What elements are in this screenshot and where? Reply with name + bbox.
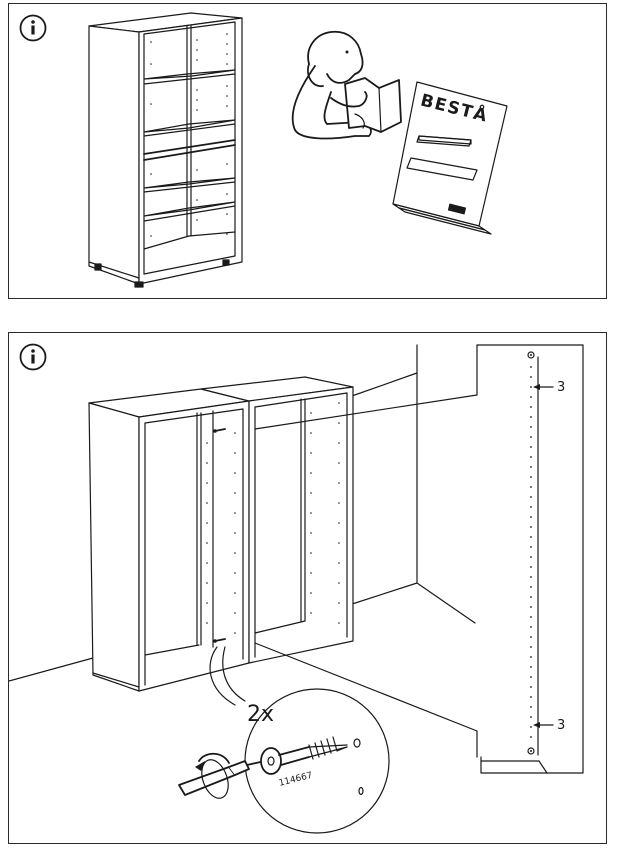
screwdriver-icon <box>178 752 266 799</box>
person-reading-illustration <box>291 30 402 140</box>
manual-illustration: BESTÅ <box>392 81 508 235</box>
screw-icon <box>260 736 348 775</box>
side-panel-detail: 3 3 <box>476 344 584 774</box>
room-walls <box>9 344 476 682</box>
instruction-panel-info-read-manual: BESTÅ <box>8 3 607 299</box>
quantity-label: 2x <box>247 702 274 727</box>
left-cabinet-illustration <box>88 388 250 692</box>
callout-lines <box>254 394 478 732</box>
info-icon <box>19 343 47 371</box>
instruction-panel-join-cabinets: 3 3 2x <box>8 332 607 844</box>
hole-count-bottom: 3 <box>557 718 565 733</box>
bookcase-illustration <box>88 12 243 288</box>
panel-1-illustration: BESTÅ <box>19 12 508 288</box>
panel-2-illustration: 3 3 2x <box>9 343 584 834</box>
arrow-to-hole-bottom <box>533 722 554 728</box>
right-cabinet-illustration <box>200 376 354 664</box>
hole-count-top: 3 <box>557 380 565 395</box>
info-icon <box>19 14 47 42</box>
arrow-to-hole-top <box>533 384 554 390</box>
screw-detail-callout: 2x 114667 <box>178 646 390 834</box>
